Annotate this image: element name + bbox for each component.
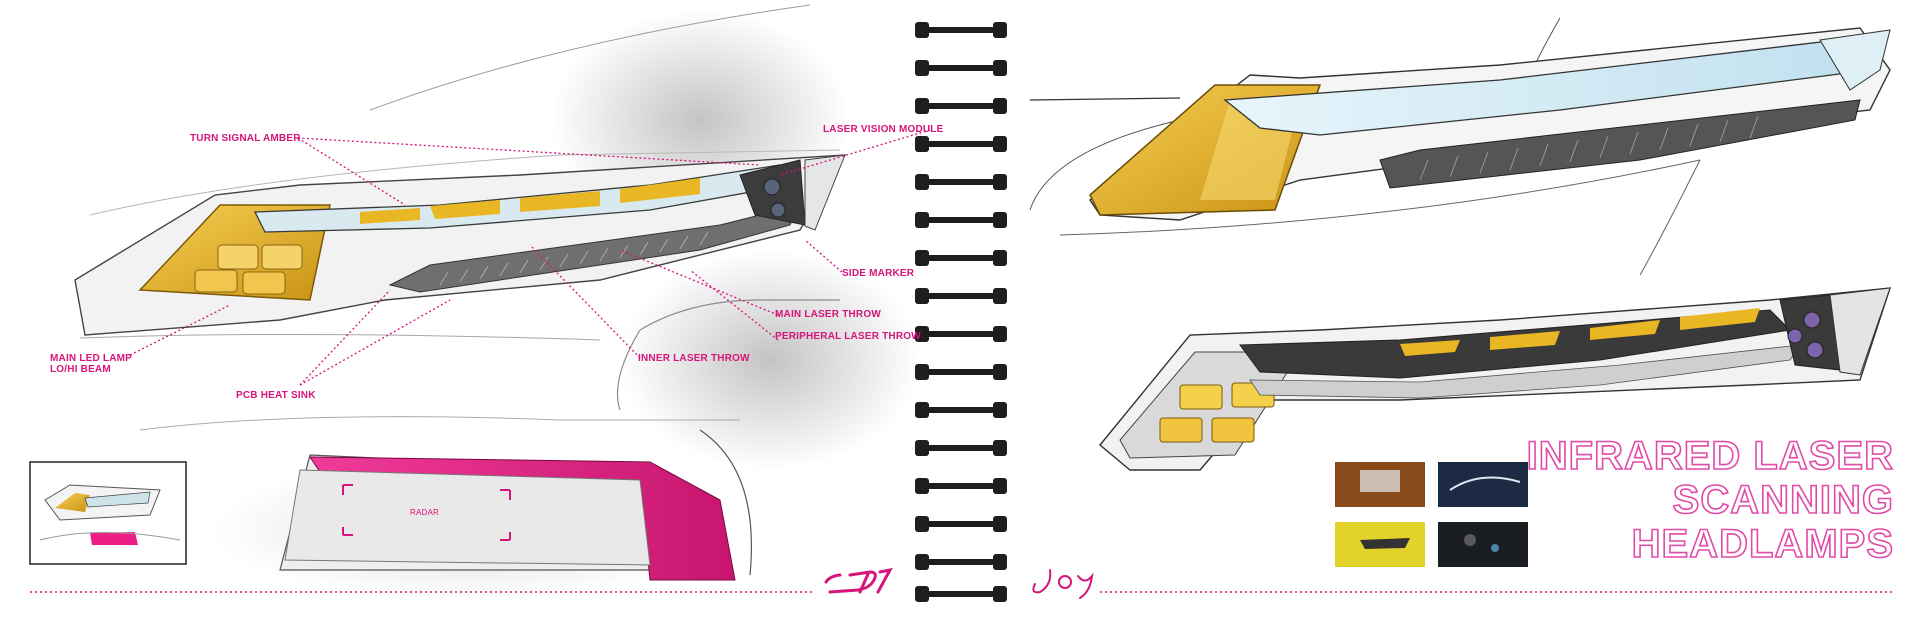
label-main-throw: MAIN LASER THROW — [775, 309, 881, 320]
reference-photo-2 — [1438, 462, 1528, 507]
title-line-1: INFRARED LASER — [1526, 434, 1894, 478]
title-line-3: HEADLAMPS — [1631, 522, 1894, 566]
joy-signature-icon — [1032, 569, 1094, 599]
radar-label: RADAR — [410, 508, 440, 517]
label-laser-module: LASER VISION MODULE — [823, 124, 944, 135]
reference-photo-4 — [1438, 522, 1528, 567]
label-main-lamp-line1: MAIN LED LAMP — [50, 353, 133, 364]
label-main-lamp-line2: LO/HI BEAM — [50, 364, 111, 375]
label-heat-sink: PCB HEAT SINK — [236, 390, 316, 401]
label-side-marker: SIDE MARKER — [842, 268, 915, 279]
title-line-2: SCANNING — [1672, 478, 1894, 522]
label-inner-throw: INNER LASER THROW — [638, 353, 750, 364]
right-sketch — [1029, 17, 1891, 567]
left-sketch — [29, 4, 931, 600]
sti-logo-icon — [824, 567, 893, 594]
spiral-binding-icon — [915, 22, 1007, 602]
label-turn-signal: TURN SIGNAL AMBER — [190, 133, 301, 144]
label-peripheral-throw: PERIPHERAL LASER THROW — [775, 331, 921, 342]
